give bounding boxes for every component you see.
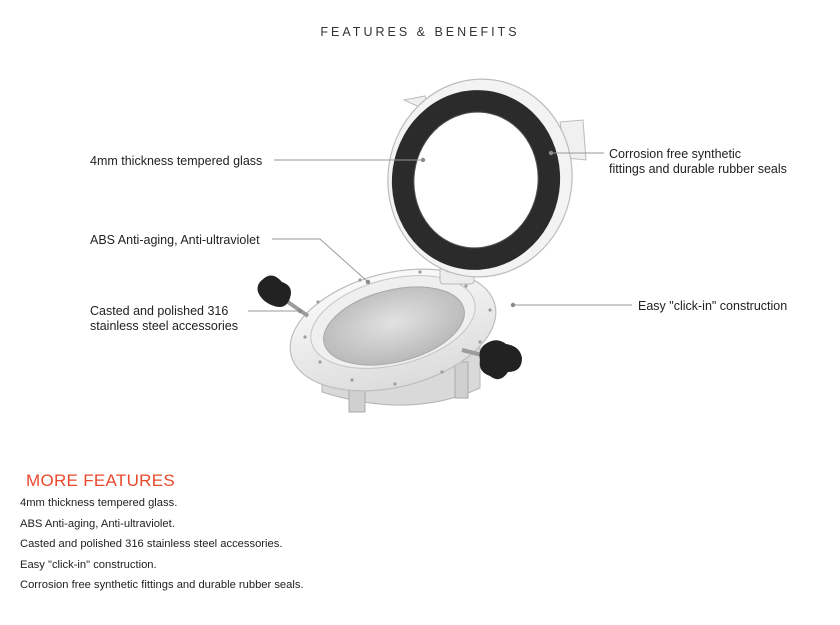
feature-item: Easy "click-in" construction. (20, 558, 157, 571)
more-features-title: MORE FEATURES (26, 471, 176, 490)
left-knob (257, 275, 310, 318)
porthole-frame (289, 268, 497, 392)
page-title: FEATURES & BENEFITS (320, 25, 520, 39)
right-knob (461, 340, 522, 380)
lid (387, 78, 587, 278)
leader-abs (272, 238, 369, 283)
callout-seals-line1: Corrosion free synthetic (609, 147, 742, 161)
callout-steel-line1: Casted and polished 316 (90, 304, 229, 318)
more-features-list: 4mm thickness tempered glass. ABS Anti-a… (20, 496, 304, 599)
leader-dots (297, 150, 554, 314)
feature-item: ABS Anti-aging, Anti-ultraviolet. (20, 517, 175, 530)
callout-glass: 4mm thickness tempered glass (90, 154, 263, 168)
callout-steel-line2: stainless steel accessories (90, 319, 238, 333)
callout-steel: Casted and polished 316 stainless steel … (90, 304, 238, 334)
feature-item: Casted and polished 316 stainless steel … (20, 538, 283, 551)
callout-seals: Corrosion free synthetic fittings and du… (609, 147, 787, 177)
feature-item: 4mm thickness tempered glass. (20, 497, 178, 509)
callout-click-in: Easy "click-in" construction (638, 299, 788, 313)
leader-lines (248, 152, 632, 312)
feature-item: Corrosion free synthetic fittings and du… (20, 579, 304, 592)
callout-seals-line2: fittings and durable rubber seals (609, 162, 787, 176)
callout-abs: ABS Anti-aging, Anti-ultraviolet (90, 233, 260, 247)
porthole-diagram (248, 78, 632, 413)
